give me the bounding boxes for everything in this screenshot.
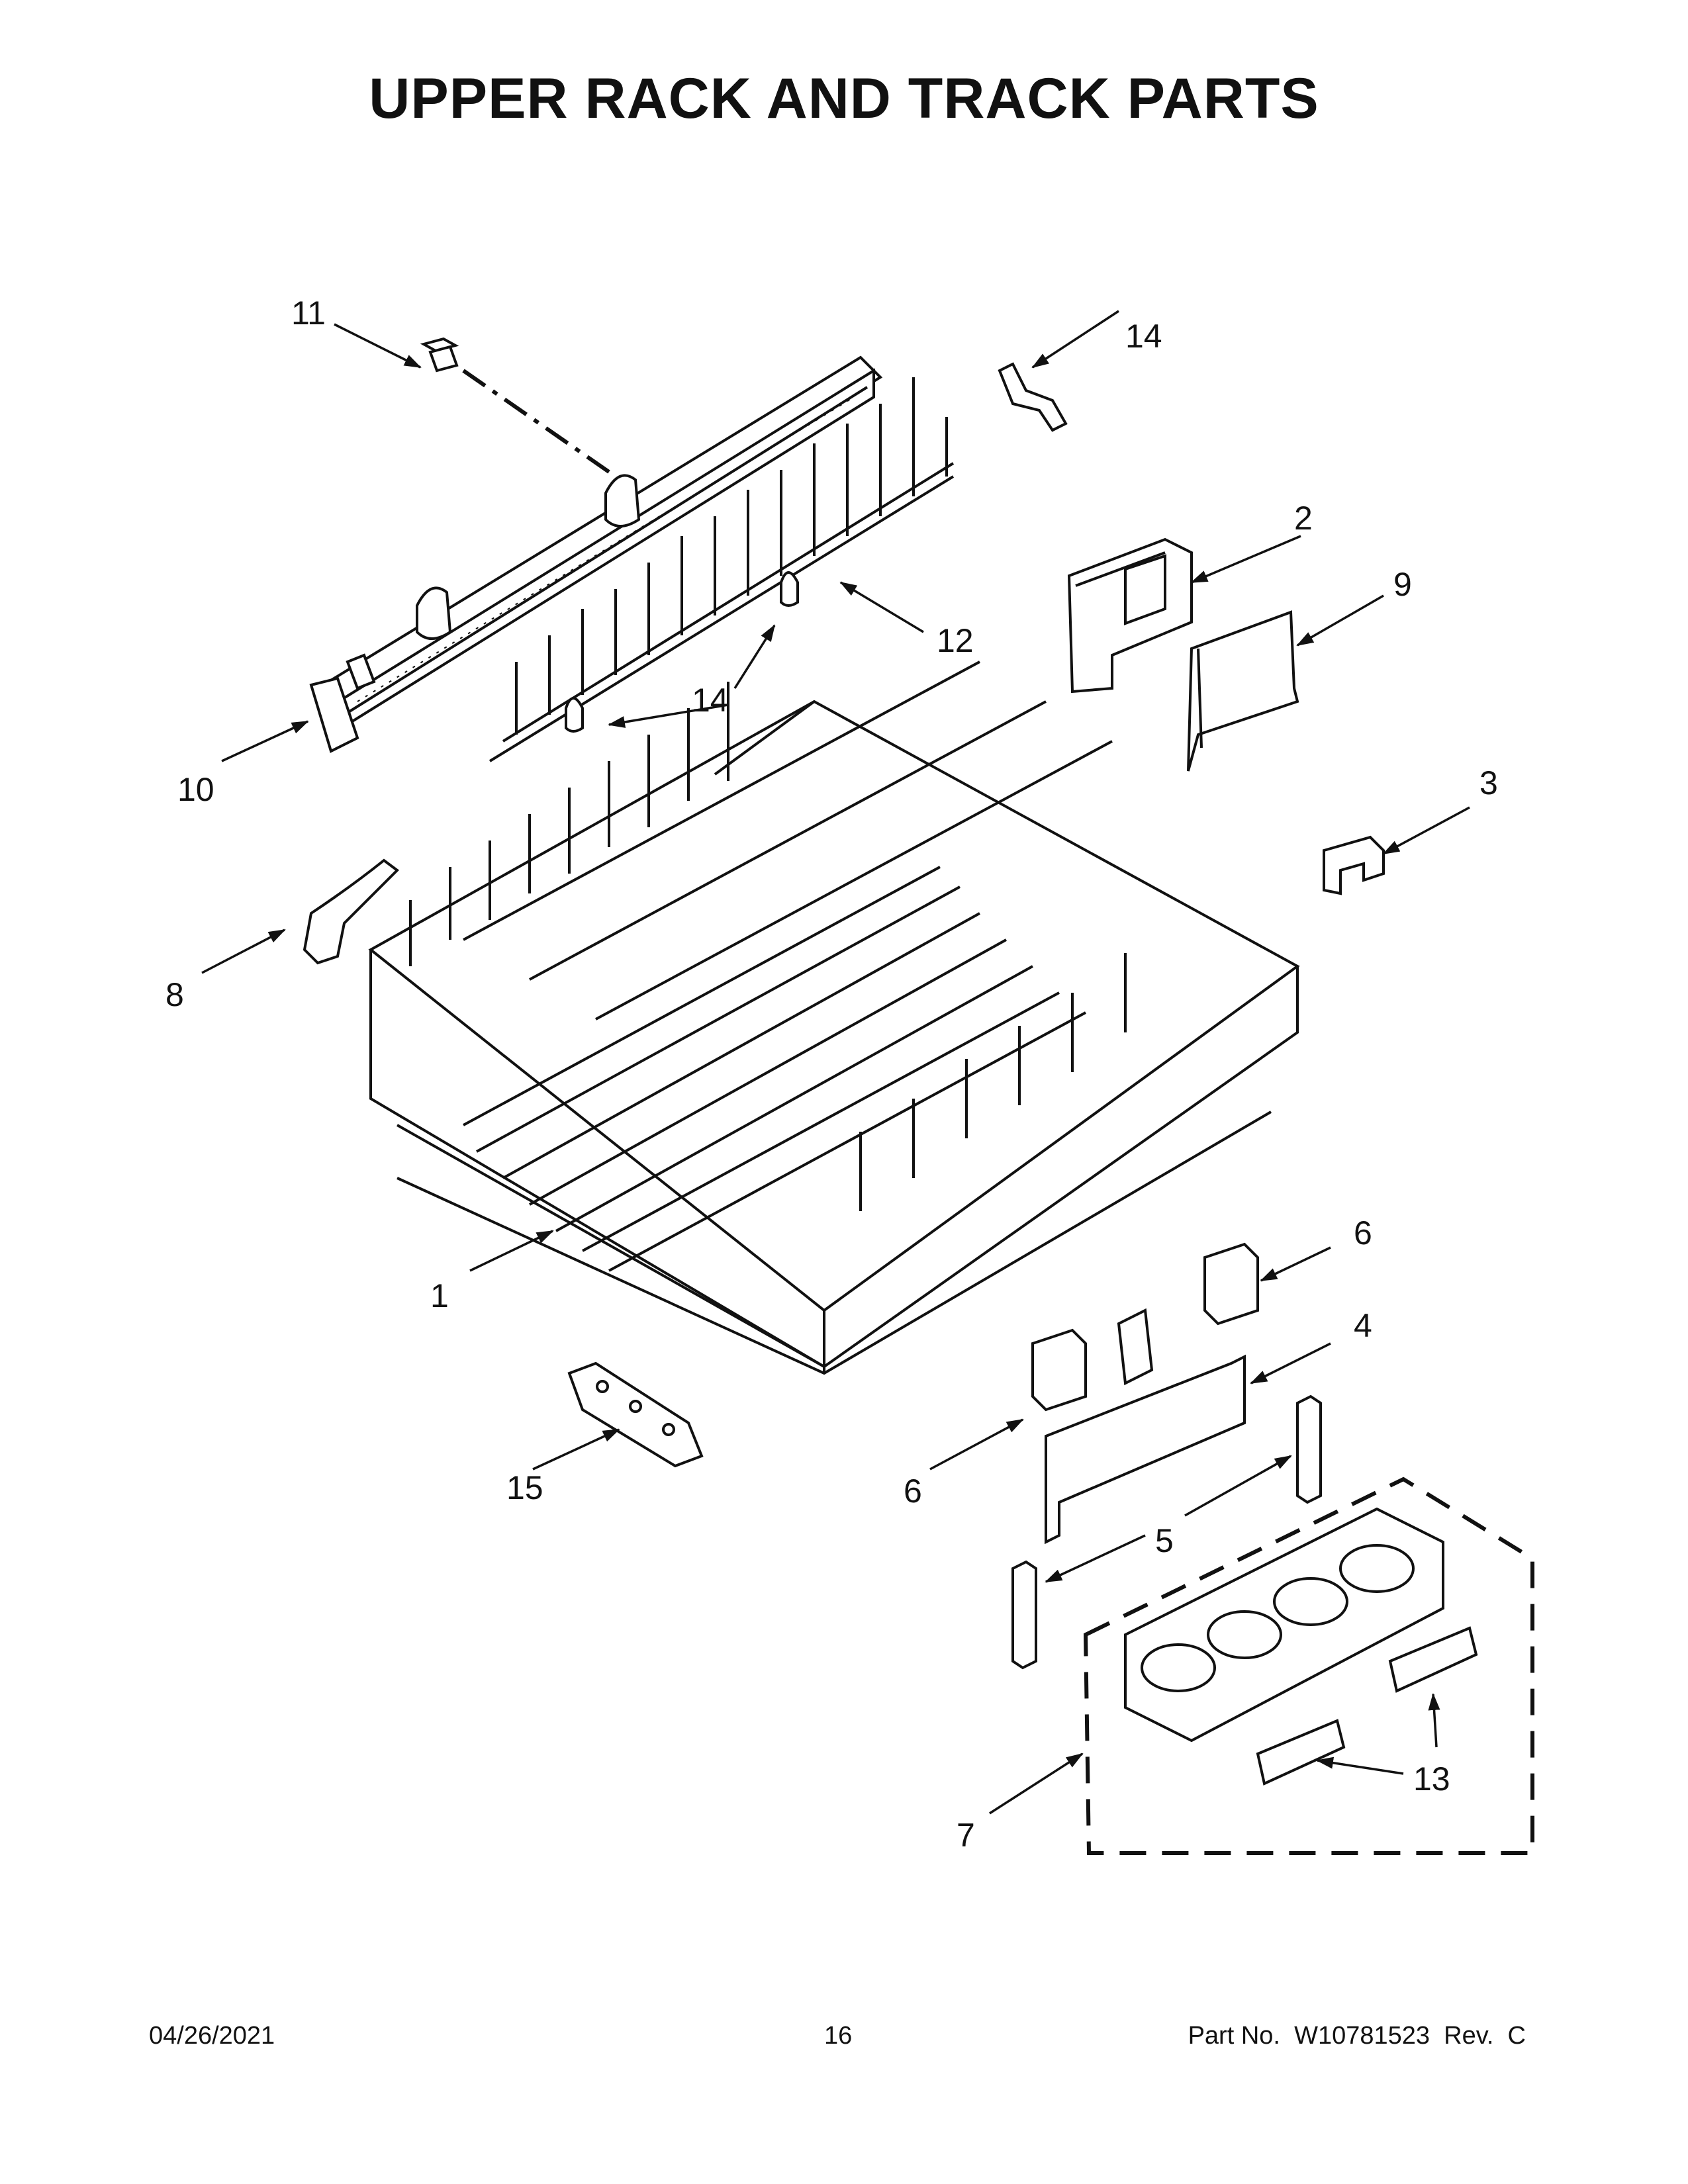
callout-10: 10 xyxy=(177,771,214,808)
callout-1: 1 xyxy=(430,1277,449,1314)
page-title: UPPER RACK AND TRACK PARTS xyxy=(369,67,1319,130)
leader-5-left xyxy=(1045,1534,1146,1583)
leader-13-right xyxy=(1428,1693,1440,1748)
clip-part-14-lower-b xyxy=(780,571,799,607)
footer-page-number: 16 xyxy=(824,2022,853,2050)
leader-6-lower xyxy=(929,1418,1024,1471)
screw-part-11 xyxy=(420,337,617,478)
callout-15: 15 xyxy=(506,1469,543,1506)
clip-part-14-upper xyxy=(998,362,1068,432)
leader-14-lower-b xyxy=(733,624,776,689)
upper-rack-part-1 xyxy=(368,660,1300,1375)
leader-11 xyxy=(334,323,422,369)
callout-2: 2 xyxy=(1294,500,1313,537)
post-part-5-left xyxy=(1011,1560,1037,1670)
callout-12: 12 xyxy=(937,622,974,659)
leader-5-right xyxy=(1184,1455,1292,1517)
leader-14-upper xyxy=(1031,310,1119,369)
callout-8: 8 xyxy=(165,976,184,1013)
bracket-part-15 xyxy=(567,1361,704,1468)
leader-4 xyxy=(1250,1342,1331,1385)
leader-2 xyxy=(1190,535,1301,584)
callout-5: 5 xyxy=(1155,1522,1174,1559)
leader-6-upper xyxy=(1260,1246,1331,1282)
track-rail-part-10 xyxy=(309,355,883,753)
callout-13: 13 xyxy=(1413,1760,1450,1797)
footer-date: 04/26/2021 xyxy=(149,2022,275,2050)
leader-lines xyxy=(201,310,1470,1815)
callout-11: 11 xyxy=(291,295,326,332)
callout-6-lower: 6 xyxy=(904,1473,922,1510)
clip-part-6-lower xyxy=(1031,1328,1087,1412)
leader-15 xyxy=(532,1428,620,1471)
leader-13-left xyxy=(1316,1756,1404,1775)
callout-4: 4 xyxy=(1354,1307,1372,1344)
bracket-part-2 xyxy=(1067,537,1193,694)
leader-9 xyxy=(1296,594,1384,647)
callout-14-upper: 14 xyxy=(1125,318,1162,355)
leader-10 xyxy=(221,720,309,762)
leader-1 xyxy=(469,1230,554,1272)
callout-6-upper: 6 xyxy=(1354,1214,1372,1251)
post-part-5-right xyxy=(1296,1394,1322,1504)
lever-part-8 xyxy=(303,858,400,965)
leader-7 xyxy=(989,1752,1084,1815)
callout-14-lower: 14 xyxy=(692,682,729,719)
leader-12 xyxy=(839,581,924,633)
leader-14-lower-a xyxy=(608,704,729,728)
leader-3 xyxy=(1382,806,1470,855)
assembly-group-part-7 xyxy=(1083,1477,1534,1855)
clip-part-13-right xyxy=(1388,1626,1478,1693)
clip-part-14-lower-a xyxy=(565,697,584,733)
holder-part-7 xyxy=(1124,1507,1444,1743)
shelf-part-4 xyxy=(1045,1308,1246,1545)
leader-8 xyxy=(201,929,286,974)
cover-part-9 xyxy=(1187,610,1299,772)
clip-part-13-left xyxy=(1256,1719,1346,1786)
callout-9: 9 xyxy=(1393,566,1412,603)
footer-part-number: Part No. W10781523 Rev. C xyxy=(1188,2022,1526,2050)
clip-part-3 xyxy=(1323,835,1385,895)
callout-3: 3 xyxy=(1479,764,1498,801)
clip-part-6-upper xyxy=(1203,1242,1259,1326)
callout-7: 7 xyxy=(957,1817,975,1854)
